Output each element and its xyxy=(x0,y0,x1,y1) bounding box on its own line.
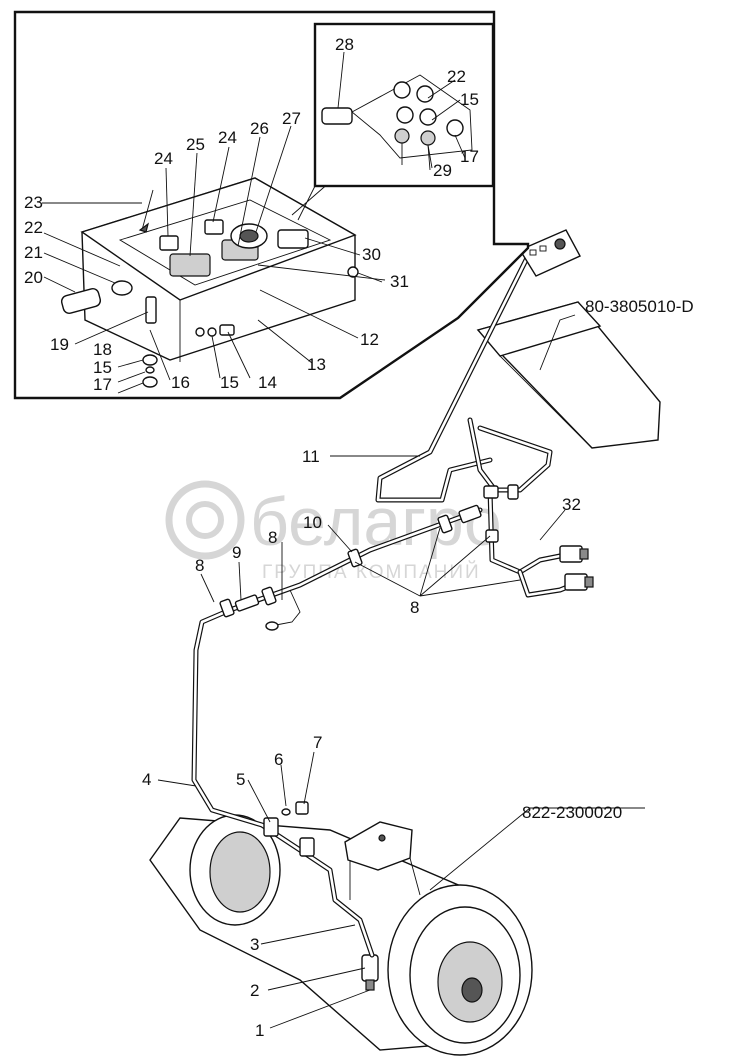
panel-inset xyxy=(13,10,530,400)
callout-23: 23 xyxy=(24,193,43,212)
axle-assembly xyxy=(149,814,533,1056)
callout-5: 5 xyxy=(236,770,245,789)
callout-17-detail: 17 xyxy=(460,147,479,166)
callout-8-mid: 8 xyxy=(268,528,277,547)
callout-13: 13 xyxy=(307,355,326,374)
callout-10: 10 xyxy=(303,513,322,532)
axle-code-label: 822-2300020 xyxy=(522,803,622,822)
callout-18: 18 xyxy=(93,340,112,359)
callout-20: 20 xyxy=(24,268,43,287)
callout-17-washer: 17 xyxy=(93,375,112,394)
callout-1: 1 xyxy=(255,1021,264,1040)
callout-15-panel: 15 xyxy=(220,373,239,392)
callout-8-left: 8 xyxy=(195,556,204,575)
callout-21: 21 xyxy=(24,243,43,262)
callout-11: 11 xyxy=(302,447,320,466)
callout-22-panel: 22 xyxy=(24,218,43,237)
callout-15-detail: 15 xyxy=(460,90,479,109)
callout-8-right: 8 xyxy=(410,598,419,617)
callout-30: 30 xyxy=(362,245,381,264)
callout-14: 14 xyxy=(258,373,277,392)
callout-25: 25 xyxy=(186,135,205,154)
callout-3: 3 xyxy=(250,935,259,954)
callout-31: 31 xyxy=(390,272,409,291)
callout-4: 4 xyxy=(142,770,151,789)
seat-assembly xyxy=(476,301,661,449)
callout-28: 28 xyxy=(335,35,354,54)
callout-12: 12 xyxy=(360,330,379,349)
callout-27: 27 xyxy=(282,109,301,128)
callout-9: 9 xyxy=(232,543,241,562)
callout-7: 7 xyxy=(313,733,322,752)
seat-code-label: 80-3805010-D xyxy=(585,297,694,316)
callout-32: 32 xyxy=(562,495,581,514)
callout-19: 19 xyxy=(50,335,69,354)
leader-lines xyxy=(42,51,645,1029)
callout-24-left: 24 xyxy=(154,149,173,168)
wiring-harness xyxy=(191,229,594,958)
callout-24-right: 24 xyxy=(218,128,237,147)
callout-6: 6 xyxy=(274,750,283,769)
callout-2: 2 xyxy=(250,981,259,1000)
callout-16: 16 xyxy=(171,373,190,392)
callout-26: 26 xyxy=(250,119,269,138)
callout-22-detail: 22 xyxy=(447,67,466,86)
callout-29: 29 xyxy=(433,161,452,180)
callout-15-washer: 15 xyxy=(93,358,112,377)
callout-labels: 80-3805010-D 822-2300020 1 2 3 4 5 6 7 8… xyxy=(24,35,694,1040)
